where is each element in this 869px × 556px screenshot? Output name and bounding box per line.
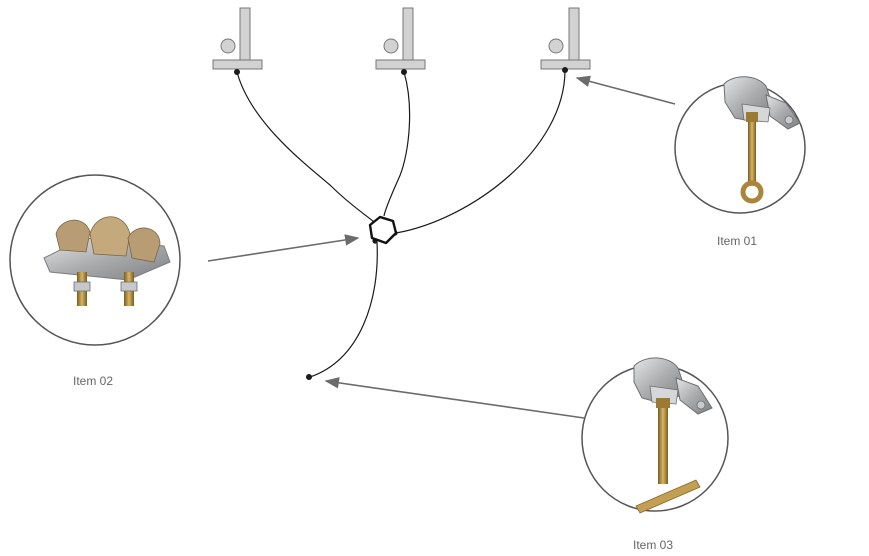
dot-phase-3 — [562, 67, 568, 73]
cable-phase-3 — [395, 69, 566, 234]
item-02-callout — [9, 174, 181, 346]
grounding-cables — [236, 69, 566, 378]
cable-ground — [309, 241, 378, 378]
cluster-clamp-icon — [43, 216, 171, 306]
ground-clamp-t-handle-icon — [633, 357, 713, 514]
conductor-symbol-2 — [375, 7, 426, 70]
item-02-label: Item 02 — [73, 374, 114, 388]
pointer-arrows — [207, 75, 676, 419]
item-01-callout — [674, 76, 806, 214]
conductor-symbol-3 — [540, 7, 591, 70]
item-01-label: Item 01 — [717, 234, 758, 248]
arrow-item-02 — [207, 234, 360, 262]
cluster-junction-node — [368, 215, 398, 245]
cable-phase-1 — [236, 71, 375, 223]
cable-phase-2 — [383, 71, 411, 217]
dot-ground-end — [306, 374, 312, 380]
connection-dots — [234, 67, 568, 380]
ground-clamp-eye-screw-icon — [723, 76, 801, 204]
item-03-label: Item 03 — [633, 538, 674, 552]
arrow-item-03 — [324, 377, 585, 419]
dot-phase-2 — [401, 69, 407, 75]
item-03-callout — [581, 357, 729, 514]
dot-phase-1 — [234, 69, 240, 75]
arrow-item-01 — [575, 75, 676, 105]
conductor-symbol-1 — [212, 7, 263, 70]
